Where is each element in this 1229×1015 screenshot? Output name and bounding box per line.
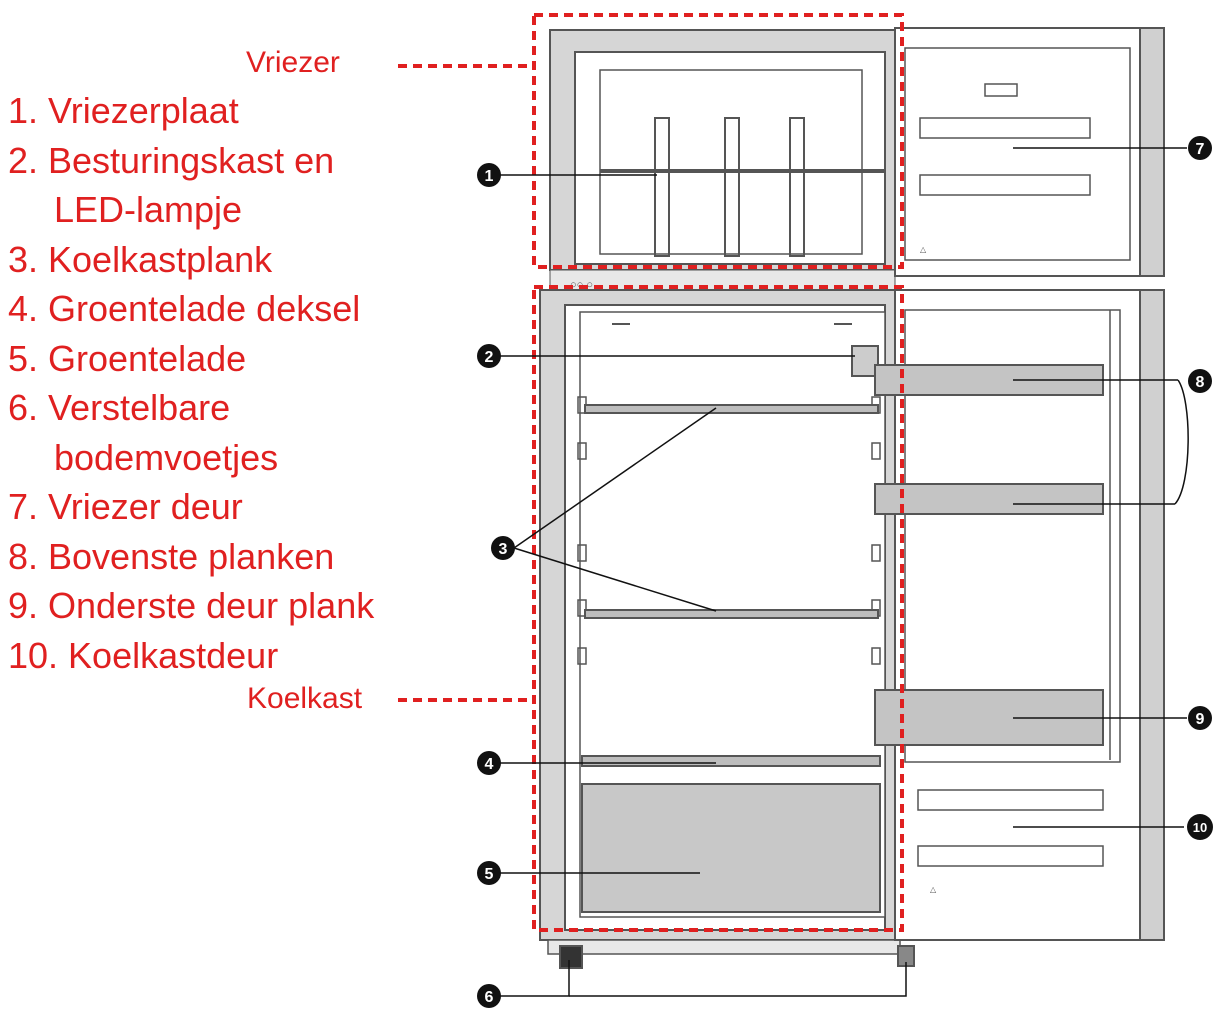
cabinet: ○○ ○ bbox=[539, 29, 915, 969]
freezer-zone-box bbox=[532, 13, 904, 269]
parts-legend: 1. Vriezerplaat 2. Besturingskast en LED… bbox=[8, 86, 374, 680]
freezer-zone-label: Vriezer bbox=[246, 46, 340, 79]
svg-text:△: △ bbox=[920, 245, 927, 254]
legend-item-9: 9. Onderste deur plank bbox=[8, 585, 375, 626]
callout-badge-7: 7 bbox=[1188, 136, 1212, 160]
doors: △ △ bbox=[874, 27, 1165, 941]
leader-lines bbox=[498, 147, 1189, 997]
legend-item-4: 4. Groentelade deksel bbox=[8, 288, 361, 329]
freezer-plate bbox=[600, 117, 885, 257]
svg-text:5: 5 bbox=[485, 866, 494, 883]
fridge-door bbox=[894, 289, 1146, 941]
foot-left bbox=[559, 945, 583, 969]
callout-badge-8: 8 bbox=[1188, 369, 1212, 393]
freezer-inner bbox=[599, 69, 863, 255]
svg-text:1: 1 bbox=[485, 168, 494, 185]
legend-item-2: 2. Besturingskast en bbox=[8, 139, 335, 181]
svg-text:6: 6 bbox=[485, 989, 494, 1006]
freezer-door bbox=[894, 27, 1146, 277]
svg-text:△: △ bbox=[930, 885, 937, 894]
callout-badge-3: 3 bbox=[491, 536, 515, 560]
legend-item-1: 1. Vriezerplaat bbox=[8, 90, 239, 131]
legend-item-10: 10. Koelkastdeur bbox=[8, 634, 279, 676]
svg-text:7: 7 bbox=[1196, 141, 1205, 158]
svg-text:3: 3 bbox=[499, 541, 508, 558]
legend-item-3: 3. Koelkastplank bbox=[8, 238, 273, 280]
callout-badge-4: 4 bbox=[477, 751, 501, 775]
legend-item-7: 7. Vriezer deur bbox=[8, 486, 243, 527]
legend-item-5: 5. Groentelade bbox=[8, 337, 247, 379]
legend-item-6: 6. Verstelbare bbox=[8, 387, 231, 428]
fridge-zone-box bbox=[532, 285, 904, 932]
crisper-cover bbox=[581, 755, 881, 767]
fridge-zone-label: Koelkast bbox=[247, 682, 363, 715]
callout-badge-6: 6 bbox=[477, 984, 501, 1008]
svg-text:2: 2 bbox=[485, 349, 494, 366]
legend-item-6-continued: bodemvoetjes bbox=[54, 436, 279, 478]
svg-text:10: 10 bbox=[1193, 820, 1207, 835]
callout-badges: 1 2 3 4 5 6 7 bbox=[477, 136, 1213, 1008]
legend-item-2-continued: LED-lampje bbox=[54, 189, 243, 230]
crisper-drawer bbox=[581, 783, 881, 913]
control-box bbox=[851, 345, 879, 377]
legend-item-8: 8. Bovenste planken bbox=[8, 535, 335, 577]
svg-text:8: 8 bbox=[1196, 374, 1205, 391]
callout-badge-9: 9 bbox=[1188, 706, 1212, 730]
svg-text:9: 9 bbox=[1196, 711, 1205, 728]
fridge-shelf-upper bbox=[584, 404, 879, 414]
svg-text:4: 4 bbox=[485, 756, 494, 773]
callout-badge-5: 5 bbox=[477, 861, 501, 885]
callout-badge-10: 10 bbox=[1187, 814, 1213, 840]
callout-badge-1: 1 bbox=[477, 163, 501, 187]
callout-badge-2: 2 bbox=[477, 344, 501, 368]
door-shelf-upper-2 bbox=[874, 483, 1104, 515]
zone-boxes bbox=[398, 13, 904, 932]
fridge-shelf-lower bbox=[584, 609, 879, 619]
